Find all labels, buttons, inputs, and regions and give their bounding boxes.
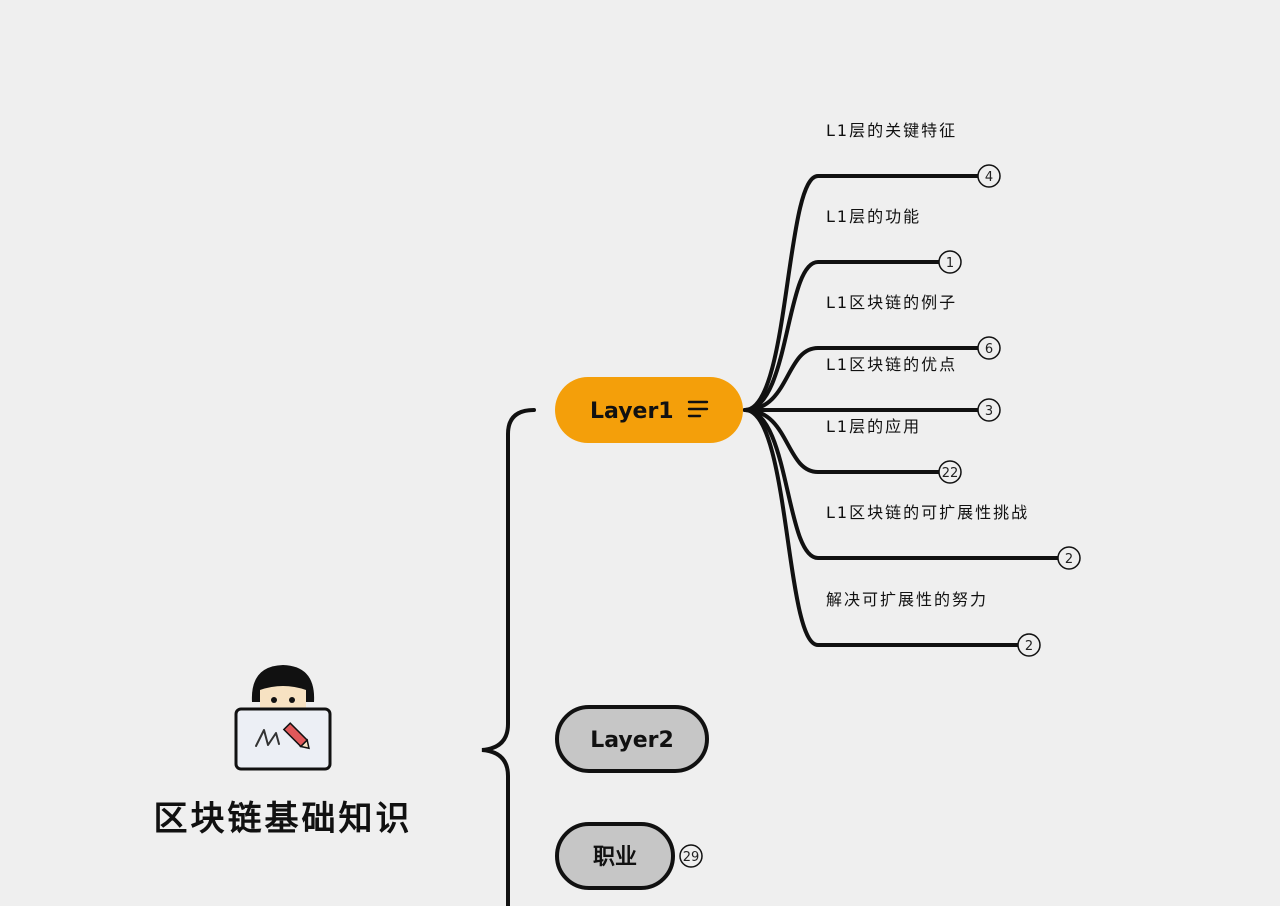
career-count-badge[interactable] xyxy=(679,844,703,868)
subtopic-count-badge[interactable] xyxy=(977,398,1001,422)
main-node-layer1[interactable]: Layer1 xyxy=(555,377,743,443)
subtopic-label[interactable]: L1层的关键特征 xyxy=(826,121,957,140)
subtopic-count-text: 1 xyxy=(946,256,954,271)
notes-lines-icon[interactable] xyxy=(687,400,709,418)
subtopic-label[interactable]: L1层的功能 xyxy=(826,207,921,226)
subtopic-count-badge[interactable] xyxy=(1057,546,1081,570)
subtopic-count-badge[interactable] xyxy=(977,336,1001,360)
branch-line xyxy=(743,174,980,412)
subtopic-label[interactable]: L1区块链的例子 xyxy=(826,293,957,312)
subtopic-label[interactable]: L1区块链的优点 xyxy=(826,355,957,374)
branch-line xyxy=(743,346,980,412)
subtopic-count-badge[interactable] xyxy=(977,164,1001,188)
branch-line xyxy=(743,408,1020,647)
root-brace xyxy=(481,408,536,906)
subtopic-count-badge[interactable] xyxy=(938,250,962,274)
branch-line xyxy=(743,408,941,474)
main-node-layer2[interactable]: Layer2 xyxy=(555,705,709,773)
subtopic-count-text: 4 xyxy=(985,170,993,185)
main-node-layer1-label: Layer1 xyxy=(590,399,674,424)
branch-line xyxy=(743,408,1060,560)
subtopic-count-badge[interactable] xyxy=(1017,633,1041,657)
main-node-layer2-pill[interactable] xyxy=(555,705,709,773)
career-count-text: 29 xyxy=(683,850,700,865)
person-laptop-icon xyxy=(234,665,332,771)
subtopic-label[interactable]: 解决可扩展性的努力 xyxy=(826,590,988,609)
subtopic-count-text: 6 xyxy=(985,342,993,357)
root-title: 区块链基础知识 xyxy=(154,799,413,839)
subtopic-count-badge[interactable] xyxy=(938,460,962,484)
branch-line xyxy=(743,260,941,412)
main-node-layer2-label: Layer2 xyxy=(590,728,674,753)
subtopic-count-text: 2 xyxy=(1025,639,1033,654)
subtopic-label[interactable]: L1层的应用 xyxy=(826,417,921,436)
main-node-career[interactable]: 职业 29 xyxy=(555,822,703,890)
main-node-career-pill[interactable] xyxy=(555,822,675,890)
subtopic-count-text: 3 xyxy=(985,404,993,419)
main-node-layer1-pill[interactable] xyxy=(555,377,743,443)
subtopic-count-text: 2 xyxy=(1065,552,1073,567)
main-node-career-label: 职业 xyxy=(593,845,637,870)
subtopic-count-text: 22 xyxy=(942,466,959,481)
subtopic-label[interactable]: L1区块链的可扩展性挑战 xyxy=(826,503,1029,522)
